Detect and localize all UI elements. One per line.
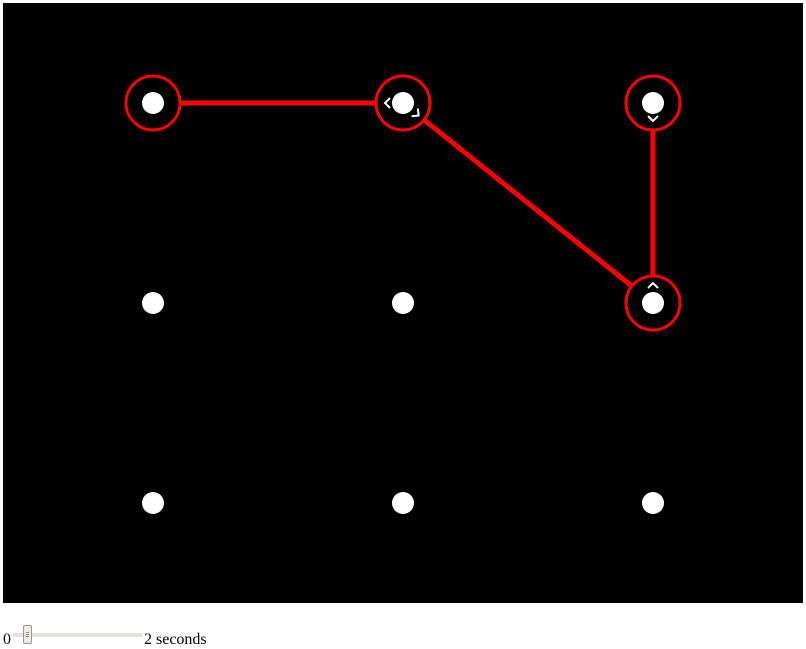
timing-controls: 0 2 seconds — [3, 623, 803, 649]
selected-ring — [624, 74, 682, 132]
pattern-dot[interactable] — [392, 292, 414, 314]
pattern-lock-canvas[interactable] — [3, 3, 803, 603]
pattern-dot[interactable] — [642, 292, 664, 314]
slider-max-label: 2 seconds — [144, 631, 207, 648]
pattern-dot[interactable] — [392, 92, 414, 114]
pattern-dot[interactable] — [142, 92, 164, 114]
pattern-dot[interactable] — [142, 292, 164, 314]
selected-ring — [624, 274, 682, 332]
timing-slider[interactable] — [13, 623, 144, 649]
slider-track[interactable] — [13, 633, 143, 637]
slider-thumb[interactable] — [23, 625, 32, 644]
pattern-path — [180, 100, 656, 289]
direction-arrow-icon — [411, 108, 420, 118]
pattern-dot[interactable] — [392, 492, 414, 514]
direction-arrow-icon — [383, 97, 391, 109]
pattern-dot[interactable] — [642, 492, 664, 514]
pattern-lock-grid[interactable] — [3, 3, 803, 603]
pattern-dot[interactable] — [642, 92, 664, 114]
selected-ring — [374, 74, 432, 132]
direction-arrow-icon — [647, 115, 659, 123]
pattern-segment — [422, 117, 634, 289]
direction-arrow-icon — [647, 281, 659, 289]
slider-min-label: 0 — [3, 631, 11, 648]
pattern-dot[interactable] — [142, 492, 164, 514]
selected-ring — [124, 74, 182, 132]
